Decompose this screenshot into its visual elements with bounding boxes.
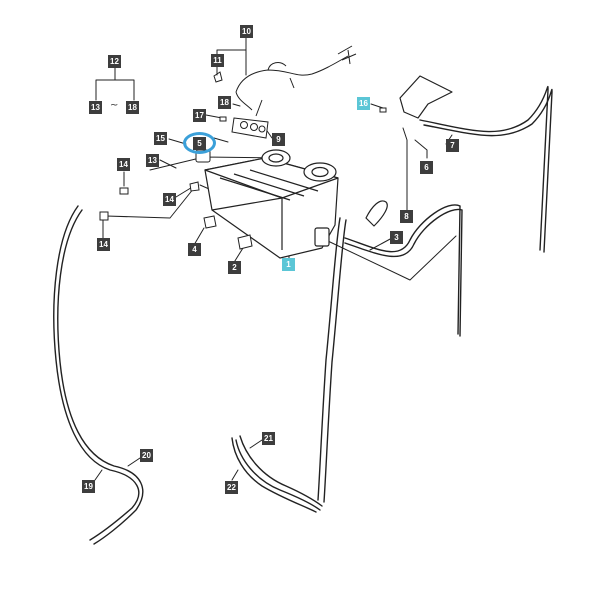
callout-7[interactable]: 7 (446, 139, 459, 152)
hvac-unit-ribs (219, 169, 319, 201)
callout-22[interactable]: 22 (225, 481, 238, 494)
callout-14-low[interactable]: 14 (97, 238, 110, 251)
clip-14a (119, 187, 129, 195)
hose-21-outer (235, 439, 321, 511)
hose-7-outer (419, 86, 549, 251)
wiring-harness (235, 55, 349, 93)
leader-13 (159, 159, 177, 169)
callout-14-mid[interactable]: 14 (163, 193, 176, 206)
callout-19[interactable]: 19 (82, 480, 95, 493)
clip-17 (219, 116, 227, 122)
leader-ring (213, 137, 229, 143)
callout-13-range-start[interactable]: 13 (89, 101, 102, 114)
callout-10[interactable]: 10 (240, 25, 253, 38)
hvac-unit-front (211, 197, 283, 250)
leader-12 (95, 67, 135, 101)
leader-21 (249, 439, 263, 449)
leader-19 (94, 469, 103, 481)
callout-3[interactable]: 3 (390, 231, 403, 244)
leader-8 (402, 127, 408, 213)
leader-14c (102, 187, 195, 239)
connector-11 (213, 71, 223, 83)
connector-2 (237, 234, 253, 250)
callout-5[interactable]: 5 (193, 137, 206, 150)
range-separator: ~ (110, 100, 119, 111)
hvac-unit-top (204, 157, 339, 199)
callout-2[interactable]: 2 (228, 261, 241, 274)
callout-1-highlighted[interactable]: 1 (282, 258, 295, 271)
leader-18 (232, 103, 241, 107)
callout-18-range-end[interactable]: 18 (126, 101, 139, 114)
leader-22 (231, 469, 239, 481)
leader-4 (193, 227, 205, 246)
callout-12[interactable]: 12 (108, 55, 121, 68)
callout-14-top[interactable]: 14 (117, 158, 130, 171)
callout-16-highlighted[interactable]: 16 (357, 97, 370, 110)
clip-14b (189, 181, 200, 192)
callout-11[interactable]: 11 (211, 54, 224, 67)
callout-21[interactable]: 21 (262, 432, 275, 445)
callout-17[interactable]: 17 (193, 109, 206, 122)
sensor-4 (203, 215, 217, 229)
selection-ring (183, 132, 216, 154)
clip-14c (99, 211, 109, 221)
hose-3-outer (344, 204, 461, 335)
leader-6 (414, 139, 428, 159)
callout-4[interactable]: 4 (188, 243, 201, 256)
callout-6[interactable]: 6 (420, 161, 433, 174)
bracket-6 (399, 75, 453, 119)
callout-9[interactable]: 9 (272, 133, 285, 146)
callout-8[interactable]: 8 (400, 210, 413, 223)
hose-22-outer (231, 437, 317, 513)
leader-16 (370, 103, 384, 109)
hose-8 (365, 200, 388, 227)
callout-18[interactable]: 18 (218, 96, 231, 109)
callout-15[interactable]: 15 (154, 132, 167, 145)
mount-bracket (314, 227, 330, 247)
callout-20[interactable]: 20 (140, 449, 153, 462)
callout-13[interactable]: 13 (146, 154, 159, 167)
hose-main-outer (317, 217, 341, 501)
hose-19-outer (53, 205, 140, 541)
leader-17 (205, 114, 223, 119)
bolt-16 (379, 107, 387, 113)
